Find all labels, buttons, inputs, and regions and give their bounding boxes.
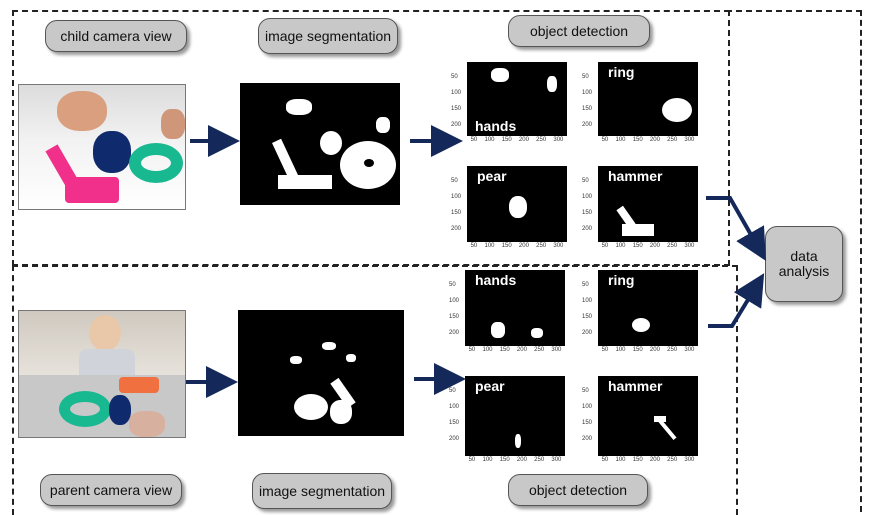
seg-hand-blob-right: [376, 117, 390, 133]
plot-label: pear: [475, 378, 505, 394]
plot-label: hands: [475, 118, 517, 134]
image-segmentation-label-top: image segmentation: [258, 18, 398, 54]
parent-view-ring: [59, 391, 111, 427]
pear-toy: [93, 131, 131, 173]
ring-blob: [632, 318, 650, 332]
parent-view-hand: [129, 411, 165, 437]
hands-blob: [491, 68, 509, 82]
child-camera-view-label: child camera view: [45, 20, 187, 52]
pear-blob: [509, 196, 527, 218]
ring-blob: [662, 98, 692, 122]
data-analysis-label: data analysis: [765, 226, 843, 302]
plot-label: hands: [475, 272, 517, 288]
seg-p-blob-1: [290, 356, 302, 364]
child-hand-right: [161, 109, 185, 139]
parent-camera-view-label: parent camera view: [40, 474, 182, 506]
child-hand-left: [57, 91, 107, 131]
pear-blob: [515, 434, 521, 448]
child-camera-photo: [18, 84, 186, 210]
hands-blob: [491, 322, 505, 338]
hammer-blob-head: [654, 416, 666, 422]
parent-camera-photo: [18, 310, 186, 438]
seg-p-blob-2: [322, 342, 336, 350]
seg-p-blob-3: [346, 354, 356, 362]
image-segmentation-label-bottom: image segmentation: [252, 473, 392, 509]
analysis-region-frame: [726, 10, 862, 512]
parent-view-child-body: [79, 349, 135, 375]
child-segmentation-image: [240, 83, 400, 205]
object-detection-label-top: object detection: [508, 15, 650, 47]
seg-hammer-head: [278, 175, 332, 189]
hammer-blob-head: [622, 224, 654, 236]
seg-pear-blob: [320, 131, 342, 155]
hammer-head: [65, 177, 119, 203]
seg-ring-hole: [364, 159, 374, 167]
plot-label: hammer: [608, 378, 663, 394]
parent-view-hammer: [119, 377, 159, 393]
plot-label: ring: [608, 272, 635, 288]
seg-hand-blob: [286, 99, 312, 115]
hands-blob-2: [531, 328, 543, 338]
parent-segmentation-image: [238, 310, 404, 436]
seg-p-pear: [330, 400, 352, 424]
arrow-parent-to-analysis: [708, 273, 765, 328]
hands-blob-2: [547, 76, 557, 92]
plot-label: pear: [477, 168, 507, 184]
parent-region-frame: [12, 265, 738, 515]
parent-view-pear: [109, 395, 131, 425]
seg-p-ring: [294, 394, 328, 420]
plot-label: ring: [608, 64, 635, 80]
plot-label: hammer: [608, 168, 663, 184]
object-detection-label-bottom: object detection: [508, 474, 648, 506]
parent-view-child-head: [89, 315, 121, 351]
arrow-child-to-analysis: [706, 196, 766, 261]
